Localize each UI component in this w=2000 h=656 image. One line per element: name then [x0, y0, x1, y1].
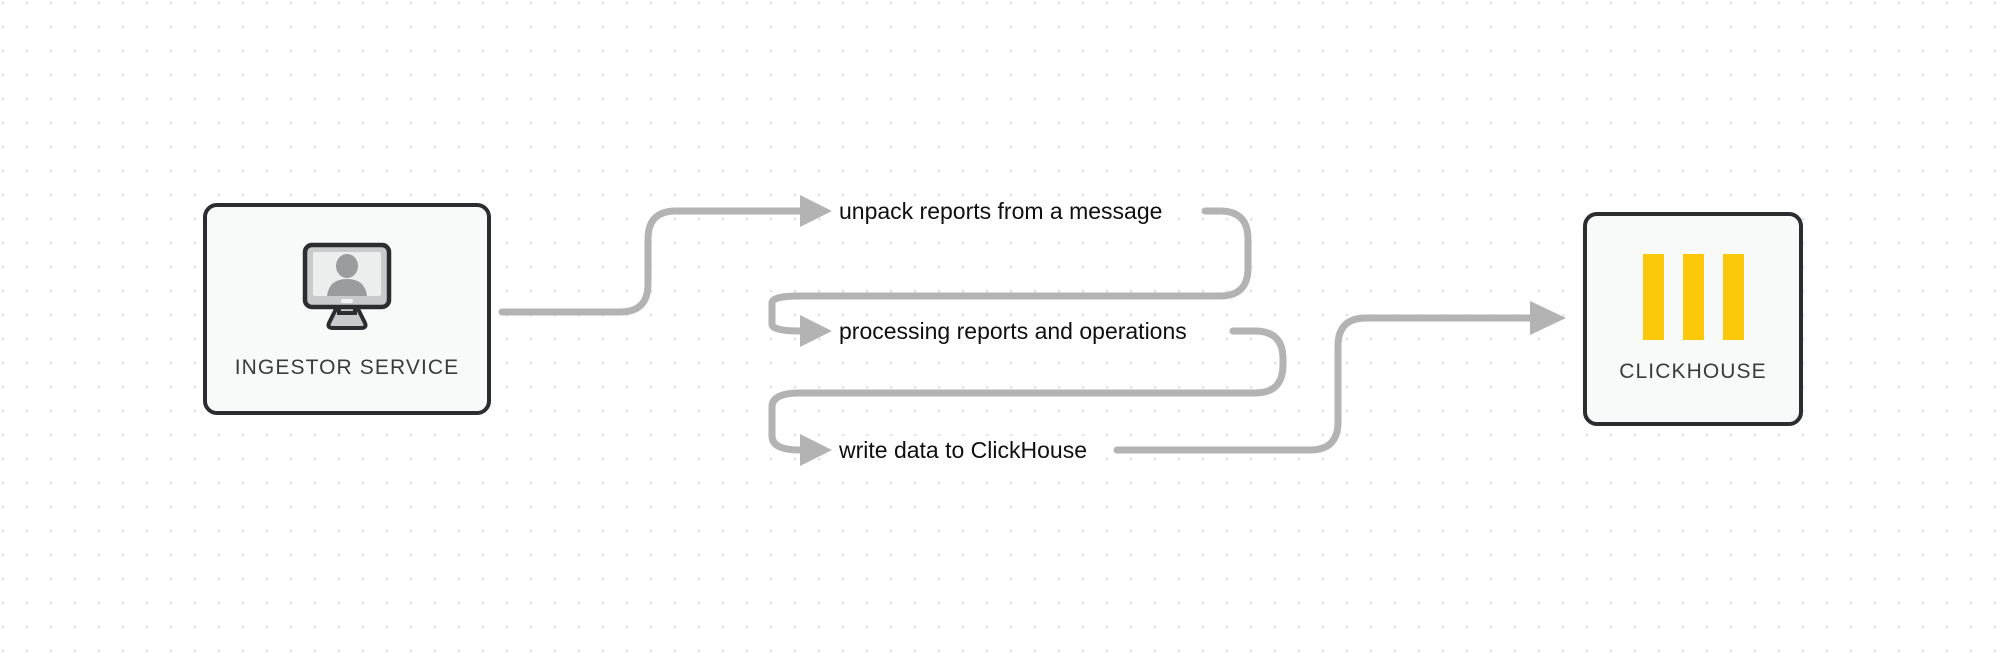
edge-label-unpack-reports: unpack reports from a message — [832, 197, 1170, 225]
edge-2-arrowhead — [800, 315, 832, 347]
monitor-user-icon — [293, 239, 401, 338]
clickhouse-bar-2 — [1682, 254, 1704, 340]
node-ingestor-service[interactable]: INGESTOR SERVICE — [203, 203, 491, 415]
node-ingestor-label: INGESTOR SERVICE — [234, 355, 460, 379]
edge-1-arrowhead — [800, 195, 832, 227]
edge-3-clickhouse-arrowhead — [1530, 301, 1566, 335]
node-clickhouse[interactable]: CLICKHOUSE — [1583, 212, 1803, 426]
edge-label-processing-reports: processing reports and operations — [832, 317, 1194, 345]
edge-label-write-data: write data to ClickHouse — [832, 436, 1094, 464]
edge-3-connector — [768, 389, 832, 466]
clickhouse-bar-1 — [1642, 254, 1664, 340]
node-clickhouse-label: CLICKHOUSE — [1619, 360, 1767, 383]
clickhouse-bars-icon — [1642, 254, 1744, 340]
edge-1-connector — [498, 195, 832, 316]
edge-2-connector — [768, 292, 832, 347]
clickhouse-bar-3 — [1722, 254, 1744, 340]
edge-3-arrowhead — [800, 434, 832, 466]
